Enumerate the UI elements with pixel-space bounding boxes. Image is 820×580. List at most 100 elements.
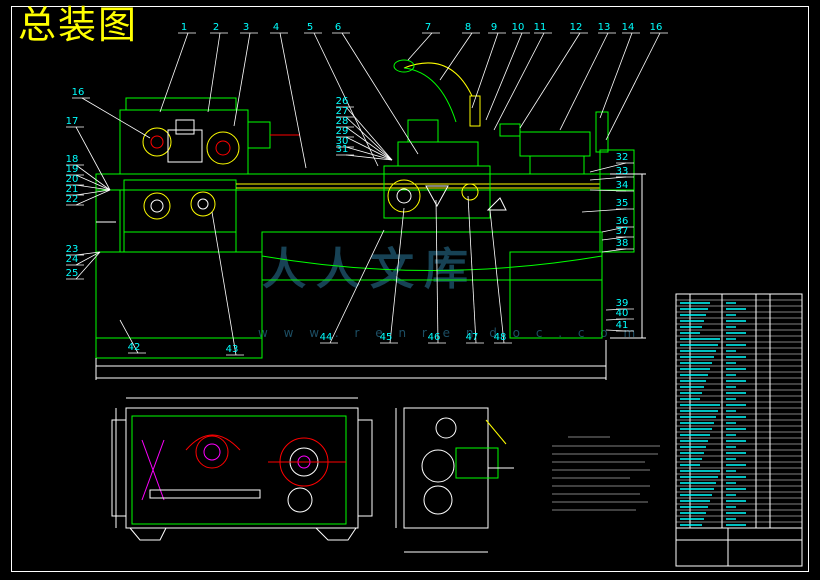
part-number-balloon: 45 bbox=[380, 332, 393, 343]
leader-line bbox=[211, 211, 237, 356]
leader-line bbox=[581, 208, 627, 213]
part-number-balloon: 48 bbox=[494, 332, 507, 343]
part-number-balloon: 24 bbox=[66, 254, 79, 265]
part-number-balloon: 32 bbox=[616, 152, 629, 163]
part-number-balloon: 29 bbox=[336, 126, 349, 137]
leader-line bbox=[493, 32, 545, 131]
part-number-balloon: 16 bbox=[72, 87, 85, 98]
leader-line bbox=[75, 251, 101, 256]
part-number-balloon: 20 bbox=[66, 174, 79, 185]
leader-line bbox=[345, 106, 393, 161]
part-number-balloon: 40 bbox=[616, 308, 629, 319]
leader-line bbox=[75, 189, 111, 196]
watermark-url: w w w . r e n r e n d o c . c o m bbox=[258, 326, 642, 340]
leader-line bbox=[75, 251, 101, 280]
part-number-balloon: 47 bbox=[466, 332, 479, 343]
drawing-border bbox=[11, 6, 809, 572]
part-number-balloon: 19 bbox=[66, 164, 79, 175]
part-number-balloon: 17 bbox=[66, 116, 79, 127]
leader-line bbox=[345, 126, 393, 161]
part-number-balloon: 2 bbox=[213, 22, 219, 33]
part-number-balloon: 11 bbox=[534, 22, 547, 33]
leader-line bbox=[407, 32, 433, 61]
leader-line bbox=[485, 32, 523, 121]
part-number-balloon: 8 bbox=[465, 22, 471, 33]
part-number-balloon: 28 bbox=[336, 116, 349, 127]
part-number-balloon: 16 bbox=[650, 22, 663, 33]
apron-and-carriage bbox=[383, 119, 507, 219]
leader-line bbox=[119, 319, 139, 354]
leader-line bbox=[75, 126, 111, 191]
plan-view bbox=[111, 397, 373, 541]
leader-line bbox=[589, 176, 627, 181]
leader-line bbox=[345, 154, 393, 161]
tailstock bbox=[499, 111, 609, 175]
part-number-balloon: 36 bbox=[616, 216, 629, 227]
dimension-lines bbox=[95, 134, 646, 380]
leader-line bbox=[313, 32, 379, 167]
part-number-balloon: 5 bbox=[307, 22, 313, 33]
leader-line bbox=[467, 195, 477, 344]
headstock bbox=[119, 97, 271, 175]
part-number-balloon: 34 bbox=[616, 180, 629, 191]
part-number-balloon: 25 bbox=[66, 268, 79, 279]
part-number-balloon: 38 bbox=[616, 238, 629, 249]
leader-line bbox=[439, 32, 473, 81]
leader-line bbox=[389, 207, 405, 344]
leader-line bbox=[233, 32, 251, 127]
leader-line bbox=[601, 248, 627, 253]
part-number-balloon: 33 bbox=[616, 166, 629, 177]
leader-line bbox=[159, 32, 189, 113]
leader-line bbox=[75, 184, 111, 191]
leader-line bbox=[489, 209, 505, 344]
leader-line bbox=[435, 199, 439, 344]
part-number-balloon: 44 bbox=[320, 332, 333, 343]
lathe-bed bbox=[95, 149, 635, 359]
leader-line bbox=[75, 164, 111, 191]
technical-notes bbox=[552, 436, 660, 511]
leader-line bbox=[471, 32, 499, 109]
leader-line bbox=[207, 32, 221, 113]
part-number-balloon: 21 bbox=[66, 184, 79, 195]
part-number-balloon: 14 bbox=[622, 22, 635, 33]
leader-line bbox=[519, 32, 581, 129]
part-number-balloon: 31 bbox=[336, 144, 349, 155]
part-number-balloon: 10 bbox=[512, 22, 525, 33]
side-section-view bbox=[395, 407, 514, 553]
part-number-balloon: 3 bbox=[243, 22, 249, 33]
part-number-balloon: 1 bbox=[181, 22, 187, 33]
part-number-balloon: 4 bbox=[273, 22, 279, 33]
part-number-balloon: 30 bbox=[336, 136, 349, 147]
leader-line bbox=[601, 226, 627, 233]
part-number-balloon: 9 bbox=[491, 22, 497, 33]
part-number-balloon: 7 bbox=[425, 22, 431, 33]
part-number-balloon: 27 bbox=[336, 106, 349, 117]
leader-line bbox=[589, 162, 627, 173]
part-number-balloon: 18 bbox=[66, 154, 79, 165]
leader-line bbox=[279, 32, 307, 169]
feed-gearbox bbox=[123, 179, 237, 252]
part-number-balloon: 23 bbox=[66, 244, 79, 255]
leader-line bbox=[599, 32, 633, 119]
part-number-balloon: 39 bbox=[616, 298, 629, 309]
leader-line bbox=[345, 146, 393, 161]
leader-line bbox=[345, 116, 393, 161]
leader-line bbox=[345, 136, 393, 161]
part-number-balloon: 46 bbox=[428, 332, 441, 343]
leader-line bbox=[329, 229, 385, 344]
part-number-balloon: 13 bbox=[598, 22, 611, 33]
leader-line bbox=[75, 174, 111, 191]
leader-line bbox=[341, 32, 419, 155]
part-number-balloon: 12 bbox=[570, 22, 583, 33]
leader-line bbox=[559, 32, 609, 131]
drawing-title: 总装图 bbox=[18, 3, 139, 47]
part-number-balloon: 43 bbox=[226, 344, 239, 355]
part-number-balloon: 26 bbox=[336, 96, 349, 107]
leader-line bbox=[81, 97, 151, 139]
leader-line bbox=[601, 236, 627, 241]
work-lamp bbox=[393, 59, 481, 127]
part-number-balloon: 41 bbox=[616, 320, 629, 331]
part-number-balloon: 37 bbox=[616, 226, 629, 237]
